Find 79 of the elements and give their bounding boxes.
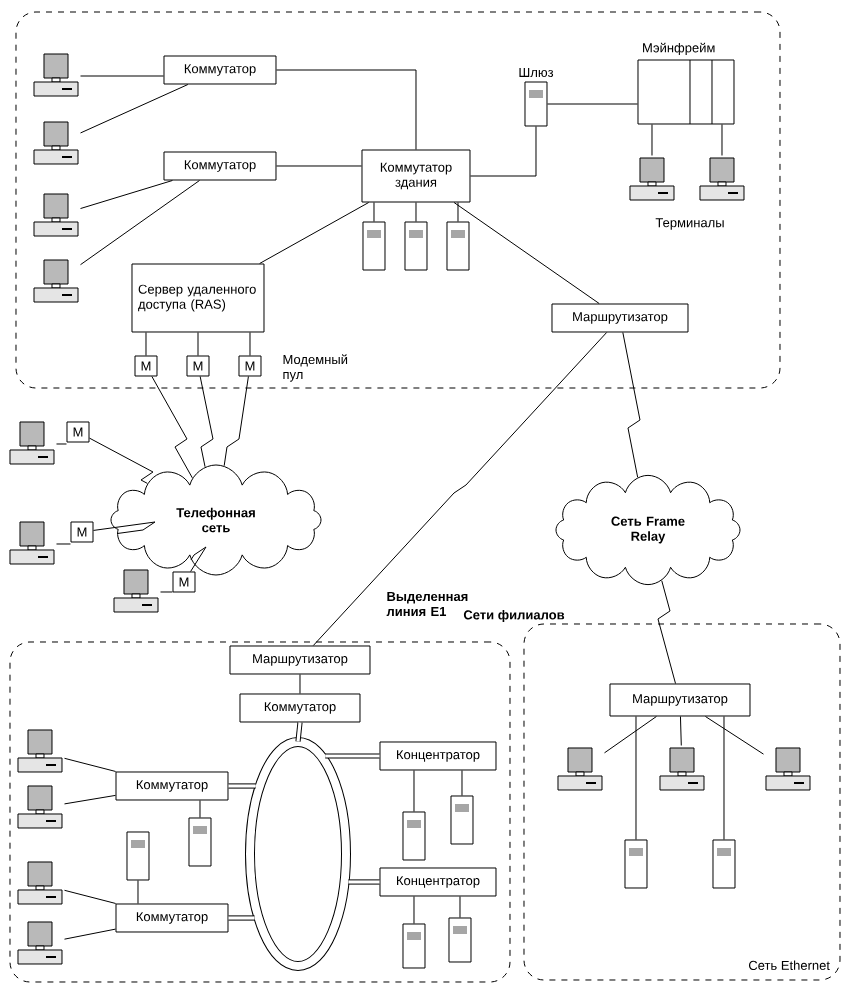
server	[448, 917, 472, 963]
computer	[629, 157, 675, 201]
computer	[557, 747, 603, 791]
computer	[113, 569, 159, 613]
connector	[64, 757, 117, 772]
computer	[17, 729, 63, 773]
connector	[453, 202, 600, 304]
server	[404, 221, 428, 271]
connector	[604, 716, 657, 754]
connector	[80, 84, 189, 134]
connector	[299, 674, 301, 694]
server	[126, 831, 150, 881]
connector	[312, 332, 608, 646]
ring	[245, 737, 351, 971]
computer	[17, 921, 63, 965]
connector	[457, 202, 459, 222]
connector	[373, 202, 375, 222]
server	[712, 839, 736, 889]
server	[402, 923, 426, 969]
connector	[276, 165, 362, 167]
server	[450, 795, 474, 845]
connector	[151, 376, 193, 479]
connector	[199, 376, 214, 468]
connector	[64, 928, 116, 940]
server	[188, 817, 212, 867]
connector	[228, 915, 255, 921]
connector	[56, 543, 71, 545]
server	[446, 221, 470, 271]
computer	[765, 747, 811, 791]
connector	[249, 332, 251, 356]
computer	[33, 193, 79, 237]
computer	[17, 861, 63, 905]
server	[362, 221, 386, 271]
connector	[348, 879, 380, 885]
connector	[721, 124, 723, 156]
connector	[259, 202, 370, 264]
connector	[228, 783, 256, 789]
connector	[704, 716, 764, 755]
connector	[145, 332, 147, 356]
connector	[651, 124, 653, 156]
connector	[679, 716, 682, 746]
server	[624, 839, 648, 889]
connector	[657, 580, 676, 684]
computer	[659, 747, 705, 791]
connector	[137, 880, 139, 904]
connector	[470, 126, 537, 177]
connector	[199, 800, 201, 818]
computer	[33, 53, 79, 97]
computer	[33, 121, 79, 165]
connector	[622, 332, 641, 478]
computer	[699, 157, 745, 201]
connector	[635, 716, 637, 840]
computer	[33, 259, 79, 303]
server	[402, 811, 426, 861]
computer	[17, 785, 63, 829]
computer	[9, 421, 55, 465]
connector	[93, 521, 156, 535]
connector	[197, 332, 199, 356]
connector	[190, 546, 207, 572]
connector	[89, 437, 154, 484]
connector	[80, 180, 173, 210]
connector	[80, 180, 200, 266]
connector	[223, 376, 249, 467]
connector	[325, 753, 380, 759]
connector	[461, 770, 463, 796]
connector	[56, 443, 67, 445]
connector	[415, 202, 417, 222]
connector	[276, 69, 417, 150]
connector	[459, 896, 461, 918]
connector	[295, 722, 303, 742]
connector	[160, 591, 173, 593]
connector	[547, 103, 638, 105]
connector	[64, 889, 117, 904]
connector	[413, 896, 415, 924]
connector	[80, 75, 164, 77]
computer	[9, 521, 55, 565]
connector	[413, 770, 415, 812]
connector	[64, 794, 116, 805]
connector	[723, 716, 725, 840]
